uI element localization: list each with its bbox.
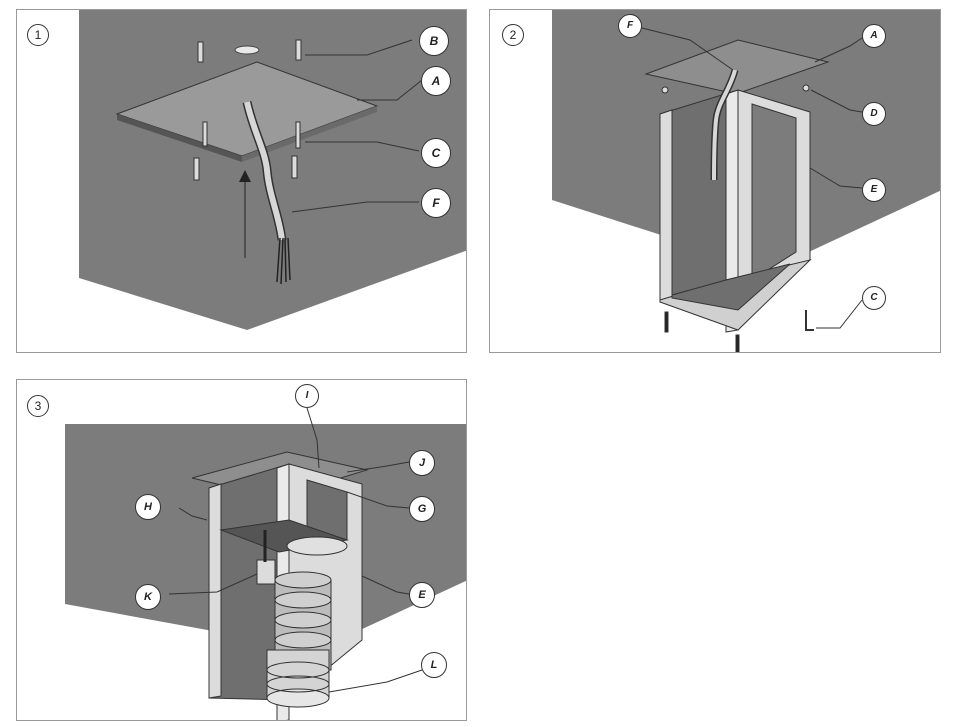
callout-label: L <box>421 652 447 678</box>
connector-block <box>256 559 276 585</box>
callout-label: B <box>419 26 449 56</box>
mounting-frame <box>659 89 812 333</box>
up-arrow-icon <box>239 170 251 258</box>
step-1-panel: 1 B A C F <box>16 9 467 353</box>
callout-label: D <box>862 102 886 126</box>
mounting-plate <box>644 39 830 95</box>
step-3-panel: 3 I J H G K E L <box>16 379 467 721</box>
step-2-panel: 2 F A D E C <box>489 9 941 353</box>
screw-c-icons <box>193 121 301 181</box>
step-number: 3 <box>27 395 49 417</box>
callout-label: H <box>135 494 161 520</box>
callout-label: F <box>618 14 642 38</box>
screw-c-icons <box>664 310 814 352</box>
callout-label: C <box>862 286 886 310</box>
step-number: 2 <box>502 24 524 46</box>
screw-b-icons <box>197 39 302 63</box>
callout-label: E <box>409 582 435 608</box>
callout-label: E <box>862 178 886 202</box>
ceiling-surface <box>79 10 466 330</box>
step-1-illustration <box>79 10 466 330</box>
callout-label: I <box>295 384 319 408</box>
callout-label: C <box>421 138 451 168</box>
callout-label: A <box>862 24 886 48</box>
callout-label: G <box>409 496 435 522</box>
screw-d-icon <box>661 86 669 94</box>
flexible-duct <box>266 536 348 708</box>
screw-d-icon <box>802 84 810 92</box>
callout-label: J <box>409 450 435 476</box>
step-2-illustration <box>552 10 940 352</box>
step-number: 1 <box>27 24 49 46</box>
callout-label: A <box>421 66 451 96</box>
step-3-illustration <box>65 407 466 720</box>
callout-label: F <box>421 188 451 218</box>
callout-label: K <box>135 584 161 610</box>
